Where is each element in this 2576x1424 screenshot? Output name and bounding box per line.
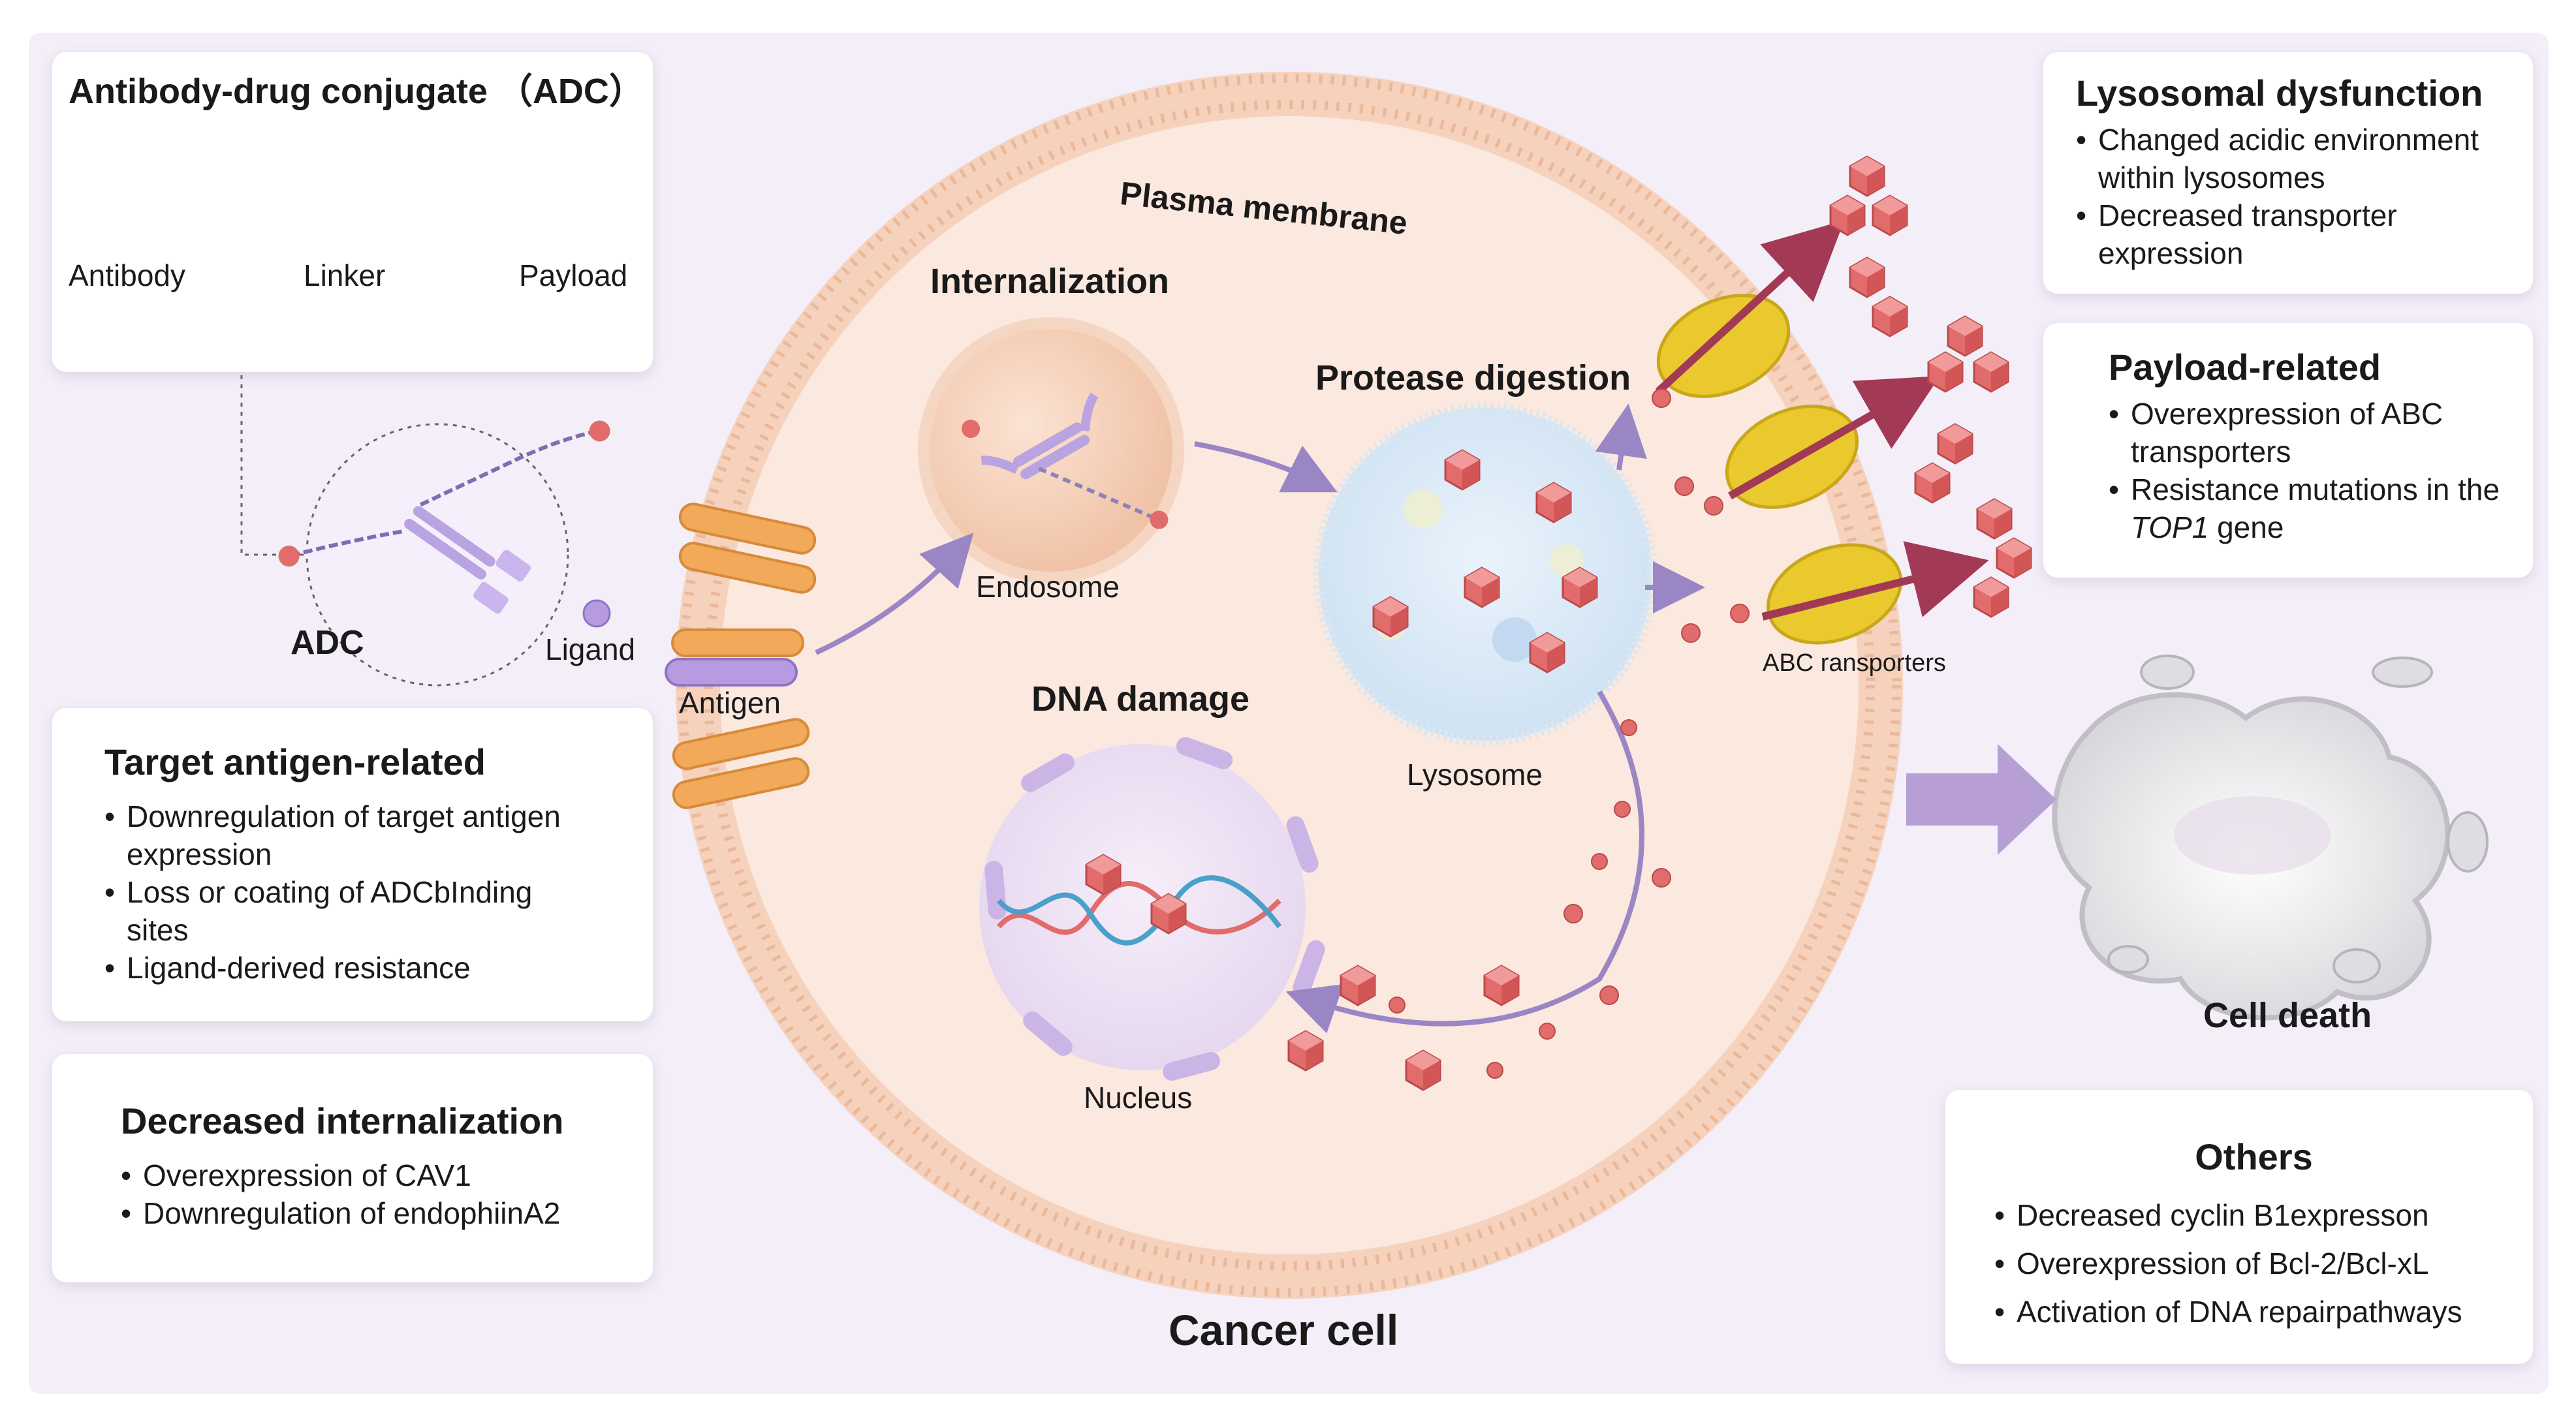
payload-item-text: Resistance mutations in the: [2131, 472, 2500, 506]
decreased-internalization-item: Overexpression of CAV1: [121, 1156, 627, 1194]
others-card: Others Decreased cyclin B1expresson Over…: [1945, 1090, 2533, 1364]
lysosome-label: Lysosome: [1407, 758, 1543, 792]
linker-label: Linker: [304, 258, 386, 292]
decreased-internalization-item: Downregulation of endophiinA2: [121, 1194, 627, 1232]
target-antigen-item: Ligand-derived resistance: [104, 949, 601, 987]
lysosomal-item: Changed acidic environment within lysoso…: [2076, 121, 2513, 196]
arrow-to-lysosome: [1194, 441, 1338, 493]
abc-transporters-label: ABC ransporters: [1763, 649, 1946, 677]
cell-death-label: Cell death: [2203, 996, 2372, 1035]
dna-damage-label: DNA damage: [1031, 679, 1250, 719]
decreased-internalization-card: Decreased internalization Overexpression…: [52, 1054, 653, 1282]
payload-related-card: Payload-related Overexpression of ABC tr…: [2043, 323, 2533, 578]
dead-cell: [2052, 655, 2489, 1021]
payload-related-list: Overexpression of ABC transporters Resis…: [2109, 395, 2513, 546]
arrow-internalization: [815, 533, 974, 655]
payload-label: Payload: [519, 258, 628, 292]
adc-card: [52, 52, 653, 372]
arrow-to-cell-death: [1906, 744, 2056, 855]
lysosomal-item: Decreased transporter expression: [2076, 196, 2513, 272]
endosome-label: Endosome: [976, 570, 1120, 604]
target-antigen-item: Downregulation of target antigen express…: [104, 797, 601, 873]
decreased-internalization-list: Overexpression of CAV1 Downregulation of…: [121, 1156, 627, 1232]
target-antigen-card: Target antigen-related Downregulation of…: [52, 708, 653, 1021]
others-item: Activation of DNA repairpathways: [1994, 1288, 2513, 1336]
internalization-label: Internalization: [930, 262, 1170, 301]
endosome: [918, 317, 1184, 583]
payload-item-text-end: gene: [2208, 510, 2284, 544]
top1-gene: TOP1: [2131, 510, 2209, 544]
payload-item: Overexpression of ABC transporters: [2109, 395, 2513, 471]
lysosomal-dysfunction-list: Changed acidic environment within lysoso…: [2076, 121, 2513, 272]
ligand-label: Ligand: [545, 632, 636, 666]
others-title: Others: [2195, 1136, 2313, 1177]
antibody-label: Antibody: [69, 258, 186, 292]
others-list: Decreased cyclin B1expresson Overexpress…: [1994, 1191, 2513, 1336]
adc-zoom-circle: [306, 423, 569, 687]
protease-digestion-label: Protease digestion: [1315, 358, 1631, 397]
lysosomal-dysfunction-card: Lysosomal dysfunction Changed acidic env…: [2043, 52, 2533, 294]
nucleus: [979, 744, 1306, 1070]
others-item: Overexpression of Bcl-2/Bcl-xL: [1994, 1239, 2513, 1288]
antigen-label: Antigen: [679, 686, 781, 720]
adc-in-endosome: [962, 392, 1169, 529]
lysosomal-dysfunction-title: Lysosomal dysfunction: [2076, 72, 2483, 114]
adc-molecule: [278, 420, 610, 614]
cytoplasm: [720, 116, 1859, 1254]
decreased-internalization-title: Decreased internalization: [121, 1100, 564, 1141]
others-item: Decreased cyclin B1expresson: [1994, 1191, 2513, 1239]
target-antigen-item: Loss or coating of ADCbInding sites: [104, 873, 601, 949]
adc-label: ADC: [291, 624, 364, 662]
target-antigen-title: Target antigen-related: [104, 741, 486, 782]
payload-in-nucleus: [1085, 854, 1122, 895]
payload-related-title: Payload-related: [2109, 347, 2381, 388]
membrane-lipids: [678, 74, 1901, 1297]
nucleus-label: Nucleus: [1084, 1081, 1193, 1115]
dna-helix: [996, 875, 1282, 946]
antigen-receptors: [665, 503, 817, 809]
abc-transporters: [1655, 220, 1989, 645]
adc-card-title: Antibody-drug conjugate （ADC）: [69, 72, 644, 111]
target-antigen-list: Downregulation of target antigen express…: [104, 797, 601, 987]
cancer-cell-label: Cancer cell: [1169, 1306, 1399, 1354]
ligand-dot: [582, 599, 611, 628]
payload-item: Resistance mutations in the TOP1 gene: [2109, 471, 2513, 546]
payload-small-dots: [1389, 388, 1750, 1079]
arrow-to-nucleus: [1285, 690, 1644, 1034]
